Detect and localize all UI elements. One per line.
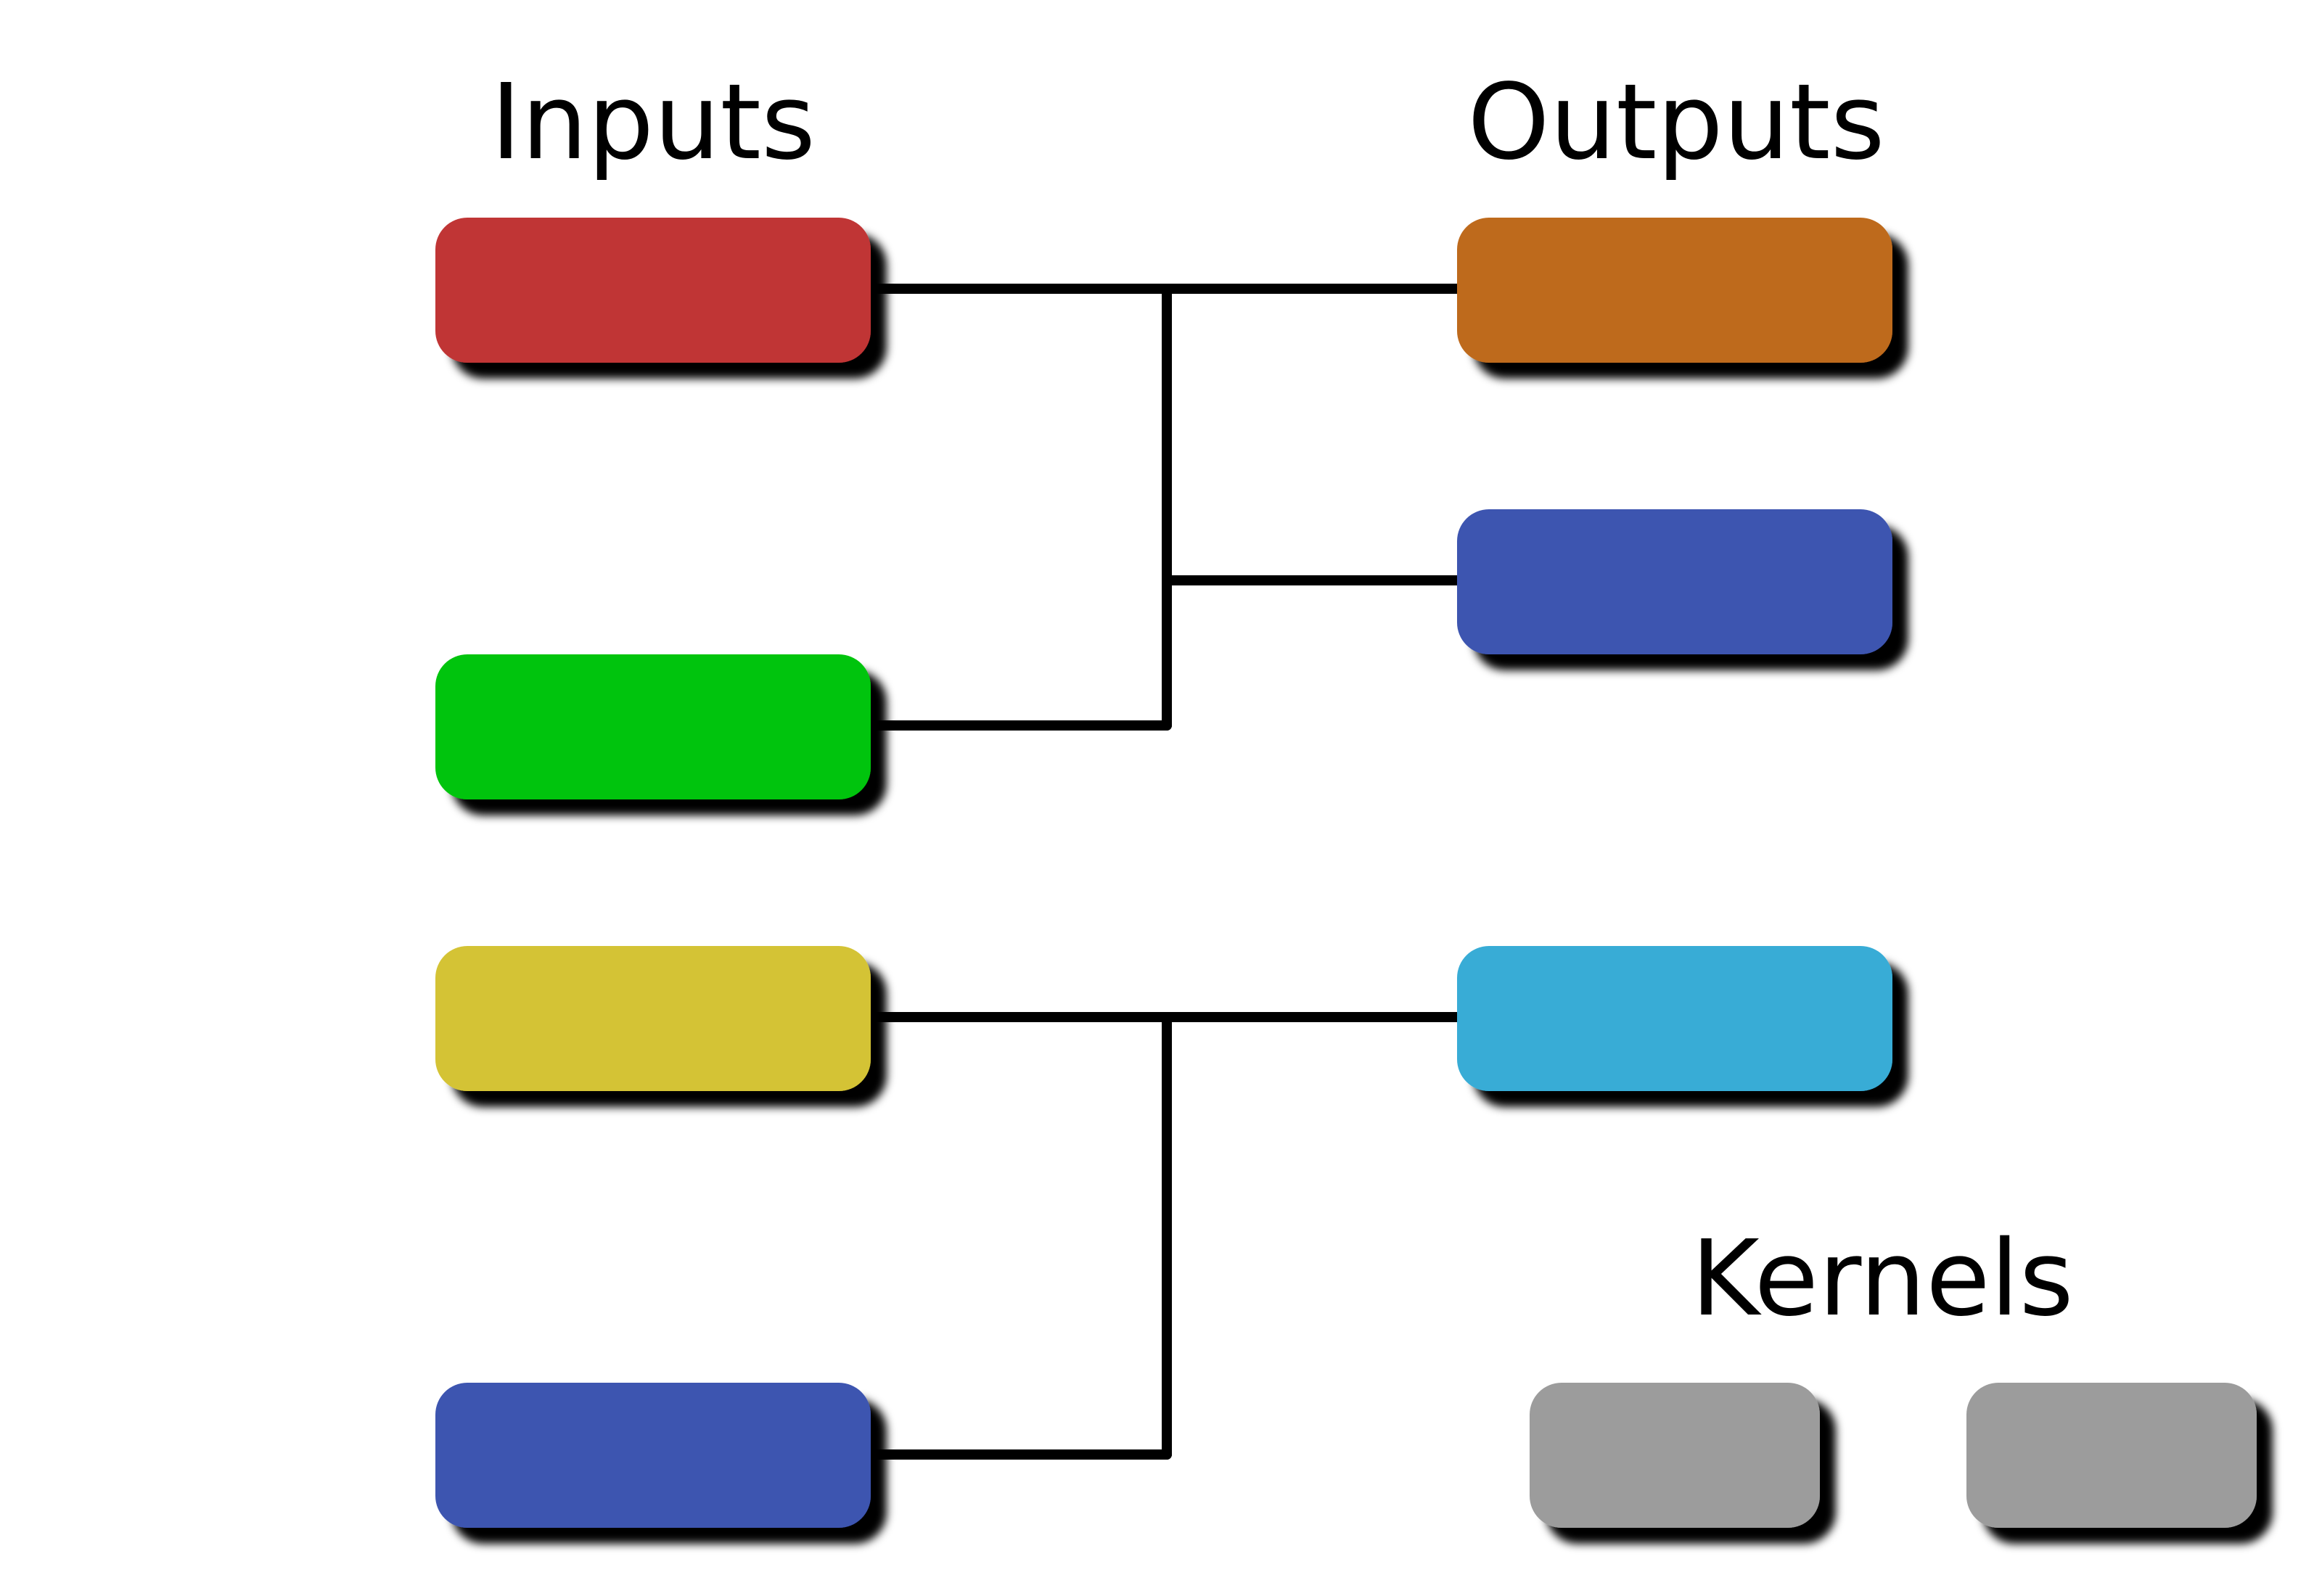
connection-wires [858, 284, 1464, 1460]
input-box-yellow [435, 946, 871, 1091]
input-box-blue [435, 1383, 871, 1528]
input-box-red [435, 218, 871, 363]
outputs-heading: Outputs [1467, 61, 1884, 183]
output-box-cyan [1457, 946, 1892, 1091]
output-box-orange [1457, 218, 1892, 363]
kernel-box-2 [1966, 1383, 2257, 1528]
kernel-box-1 [1530, 1383, 1820, 1528]
input-box-green [435, 654, 871, 799]
kernel-boxes [1530, 1383, 2257, 1528]
kernels-heading: Kernels [1691, 1217, 2073, 1339]
input-boxes [435, 218, 871, 1528]
inputs-heading: Inputs [491, 61, 816, 183]
output-boxes [1457, 218, 1892, 1091]
output-box-blue [1457, 509, 1892, 654]
